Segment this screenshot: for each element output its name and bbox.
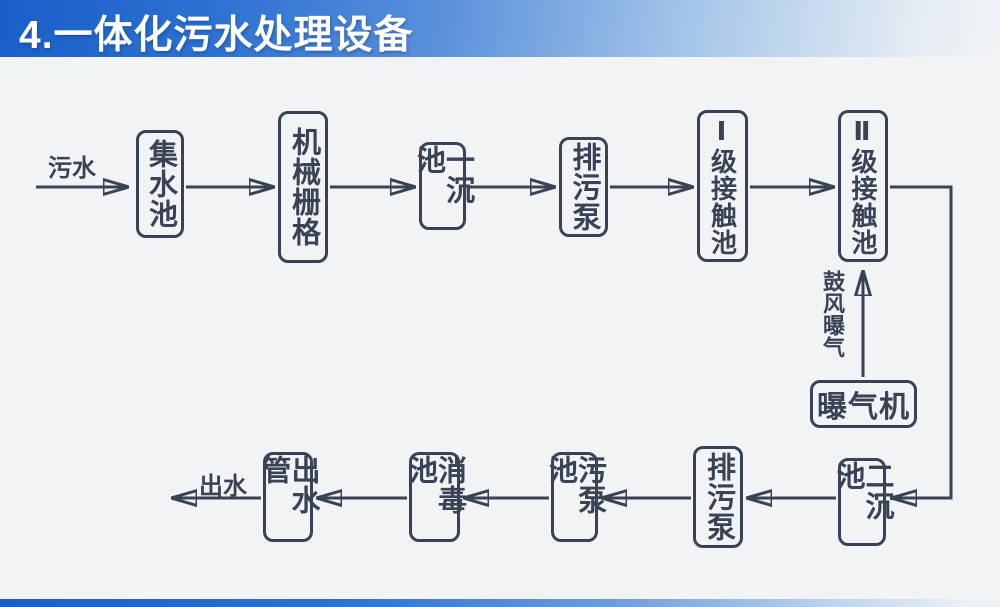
inlet-label: 污水	[48, 155, 96, 182]
node-level1-contact: Ⅰ级接触池	[697, 110, 748, 262]
node-secondary-sedimentation: 二沉池	[832, 458, 893, 546]
node-collect-tank: 集水池	[136, 130, 184, 238]
node-level2-contact: Ⅱ级接触池	[838, 110, 888, 262]
next-slide-banner-edge	[0, 599, 1000, 607]
outlet-label: 出水	[199, 473, 247, 500]
node-mechanical-grid: 机械栅格	[278, 111, 328, 263]
node-sludge-pump-tank: 污泵池	[545, 452, 606, 542]
page-title: 4.一体化污水处理设备	[19, 14, 414, 57]
title-banner: 4.一体化污水处理设备	[0, 0, 1000, 57]
node-sewage-pump-bottom: 排污泵	[693, 446, 743, 548]
node-sewage-pump-top: 排污泵	[559, 137, 608, 237]
node-disinfection-tank: 消毒池	[405, 452, 466, 542]
node-aerator: 曝气机	[810, 380, 917, 428]
arrow-level2-to-secondary	[890, 185, 953, 498]
node-outlet-pipe: 出水管	[258, 452, 319, 542]
node-primary-sedimentation: 一沉池	[413, 142, 474, 230]
aeration-label: 鼓风曝气	[820, 270, 845, 358]
